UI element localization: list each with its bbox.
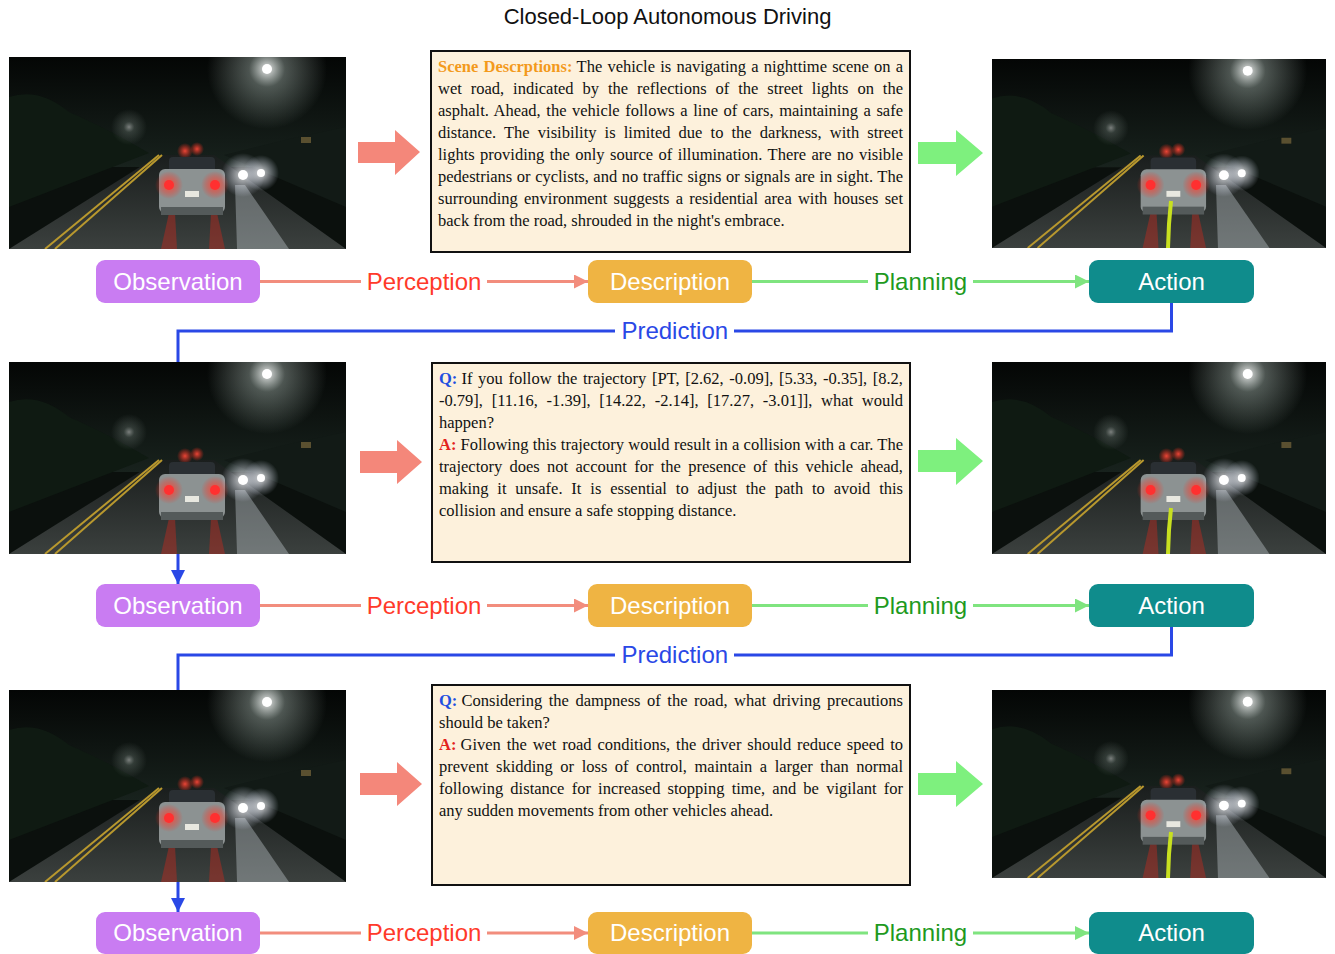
stage-label: Action — [1138, 919, 1205, 947]
stage-box: Observation — [96, 584, 260, 627]
perception-arrow — [358, 130, 420, 175]
stage-label: Description — [610, 592, 730, 620]
camera-frame — [9, 690, 346, 882]
stage-label: Observation — [113, 592, 242, 620]
text-paragraph: Q:If you follow the trajectory [PT, [2.6… — [439, 368, 903, 434]
night-scene — [992, 362, 1326, 554]
stage-box: Observation — [96, 912, 260, 954]
camera-frame — [992, 362, 1326, 554]
text-paragraph: Scene Descrptions:The vehicle is navigat… — [438, 56, 903, 232]
stage-box: Action — [1089, 260, 1254, 303]
stage-box: Action — [1089, 912, 1254, 954]
edge-label: Prediction — [615, 317, 734, 345]
planning-arrow — [918, 761, 983, 807]
stage-label: Action — [1138, 268, 1205, 296]
text-heading: Scene Descrptions: — [438, 57, 572, 76]
stage-box: Description — [588, 584, 752, 627]
edge-label: Perception — [361, 268, 488, 296]
text-body: Following this trajectory would result i… — [439, 435, 903, 520]
text-paragraph: Q:Considering the dampness of the road, … — [439, 690, 903, 734]
planned-trajectory — [1168, 832, 1171, 878]
stage-box: Description — [588, 260, 752, 303]
text-heading: Q: — [439, 369, 457, 388]
night-scene — [9, 362, 346, 554]
text-paragraph: A:Given the wet road conditions, the dri… — [439, 734, 903, 822]
text-body: Given the wet road conditions, the drive… — [439, 735, 903, 820]
night-scene — [9, 690, 346, 882]
text-panel: Scene Descrptions:The vehicle is navigat… — [430, 50, 911, 253]
stage-label: Action — [1138, 592, 1205, 620]
camera-frame — [9, 362, 346, 554]
planned-trajectory — [1168, 508, 1171, 554]
planning-arrow — [918, 130, 983, 176]
stage-label: Observation — [113, 268, 242, 296]
edge-label: Prediction — [615, 641, 734, 669]
night-scene — [9, 57, 346, 249]
stage-label: Description — [610, 268, 730, 296]
stage-label: Description — [610, 919, 730, 947]
text-body: If you follow the trajectory [PT, [2.62,… — [439, 369, 903, 432]
perception-arrow — [360, 440, 422, 484]
text-panel: Q:Considering the dampness of the road, … — [431, 684, 911, 886]
stage-box: Observation — [96, 260, 260, 303]
text-heading: A: — [439, 735, 456, 754]
edge-label: Planning — [868, 592, 973, 620]
text-heading: A: — [439, 435, 456, 454]
edge-label: Planning — [868, 919, 973, 947]
text-paragraph: A:Following this trajectory would result… — [439, 434, 903, 522]
text-panel: Q:If you follow the trajectory [PT, [2.6… — [431, 362, 911, 563]
night-scene — [992, 690, 1326, 878]
stage-box: Description — [588, 912, 752, 954]
planning-arrow — [918, 438, 983, 485]
text-heading: Q: — [439, 691, 457, 710]
planned-trajectory — [1168, 201, 1171, 248]
camera-frame — [9, 57, 346, 249]
perception-arrow — [360, 762, 422, 806]
edge-label: Planning — [868, 268, 973, 296]
edge-label: Perception — [361, 919, 488, 947]
camera-frame — [992, 59, 1326, 248]
text-body: Considering the dampness of the road, wh… — [439, 691, 903, 732]
camera-frame — [992, 690, 1326, 878]
text-body: The vehicle is navigating a nighttime sc… — [438, 57, 903, 230]
edge-label: Perception — [361, 592, 488, 620]
night-scene — [992, 59, 1326, 248]
stage-box: Action — [1089, 584, 1254, 627]
diagram-title: Closed-Loop Autonomous Driving — [0, 4, 1335, 30]
stage-label: Observation — [113, 919, 242, 947]
